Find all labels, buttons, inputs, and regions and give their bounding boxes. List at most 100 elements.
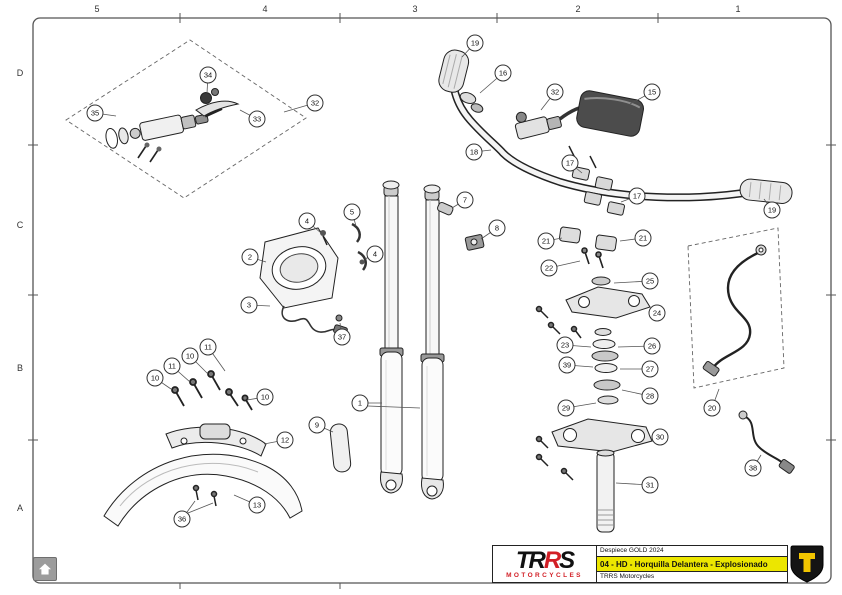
svg-text:19: 19 [471, 39, 479, 48]
svg-text:1: 1 [358, 399, 362, 408]
callout-balloon-24: 24 [648, 304, 666, 322]
logo-part: TR [515, 546, 546, 574]
callout-balloon-20: 20 [703, 399, 721, 417]
bar-clamps [571, 166, 625, 216]
callout-balloon-32: 32 [306, 94, 324, 112]
sheet-frame [28, 13, 836, 589]
front-fender-group [103, 370, 303, 527]
callout-balloon-35: 35 [86, 104, 104, 122]
callout-balloon-17: 17 [561, 154, 579, 172]
logo-part-accent: R [543, 546, 561, 574]
fender-bracket [165, 426, 267, 457]
svg-text:25: 25 [646, 277, 654, 286]
svg-text:17: 17 [633, 192, 641, 201]
callout-balloon-27: 27 [641, 360, 659, 378]
svg-text:37: 37 [338, 333, 346, 342]
svg-text:24: 24 [653, 309, 661, 318]
callout-balloon-12: 12 [276, 431, 294, 449]
svg-text:36: 36 [178, 515, 186, 524]
svg-text:18: 18 [470, 148, 478, 157]
svg-text:7: 7 [463, 196, 467, 205]
top-triple-clamp [565, 286, 651, 319]
shield-t-mark [799, 553, 815, 572]
handlebar-assembly [438, 49, 793, 216]
logo-wordmark: TRRS [515, 546, 575, 574]
svg-text:26: 26 [648, 342, 656, 351]
title-block: TRRS MOTORCYCLES Despiece GOLD 2024 04 -… [492, 545, 788, 583]
svg-text:4: 4 [373, 250, 377, 259]
svg-text:38: 38 [749, 464, 757, 473]
svg-text:39: 39 [563, 361, 571, 370]
callout-balloon-10: 10 [146, 369, 164, 387]
sensor-cable [738, 410, 795, 474]
svg-text:30: 30 [656, 433, 664, 442]
front-fender [103, 453, 303, 527]
callout-balloon-39: 39 [558, 356, 576, 374]
title-doc-line: Despiece GOLD 2024 [597, 546, 787, 557]
callout-balloon-4: 4 [298, 212, 316, 230]
svg-text:28: 28 [646, 392, 654, 401]
svg-text:8: 8 [495, 224, 499, 233]
svg-text:19: 19 [768, 206, 776, 215]
home-button[interactable] [33, 557, 57, 581]
grid-row-label: C [16, 220, 24, 230]
svg-text:4: 4 [305, 217, 309, 226]
callout-balloon-2: 2 [241, 248, 259, 266]
svg-text:16: 16 [499, 69, 507, 78]
svg-text:27: 27 [646, 365, 654, 374]
brand-logo: TRRS MOTORCYCLES [493, 546, 597, 582]
grid-row-label: D [16, 68, 24, 78]
grid-col-label: 1 [735, 4, 741, 14]
svg-text:11: 11 [204, 343, 212, 352]
callout-balloon-28: 28 [641, 387, 659, 405]
callout-balloon-38: 38 [744, 459, 762, 477]
brake-master-cylinder [514, 104, 595, 140]
grid-col-label: 5 [94, 4, 100, 14]
svg-text:9: 9 [315, 421, 319, 430]
callout-balloon-16: 16 [494, 64, 512, 82]
callout-balloon-13: 13 [248, 496, 266, 514]
bottom-triple-clamp [551, 418, 653, 453]
callout-balloon-21: 21 [634, 229, 652, 247]
throttle-grip [438, 49, 470, 93]
grid-col-label: 4 [262, 4, 268, 14]
svg-text:15: 15 [648, 88, 656, 97]
callout-balloon-19: 19 [763, 201, 781, 219]
svg-text:32: 32 [311, 99, 319, 108]
callout-balloon-3: 3 [240, 296, 258, 314]
callout-balloon-32: 32 [546, 83, 564, 101]
callout-balloon-25: 25 [641, 272, 659, 290]
callout-balloon-23: 23 [556, 336, 574, 354]
callout-balloon-18: 18 [465, 143, 483, 161]
callout-balloon-17: 17 [628, 187, 646, 205]
callout-balloon-19: 19 [466, 34, 484, 52]
grid-col-label: 3 [412, 4, 418, 14]
svg-text:21: 21 [639, 234, 647, 243]
svg-text:12: 12 [281, 436, 289, 445]
callout-balloon-10: 10 [256, 388, 274, 406]
callout-balloon-7: 7 [456, 191, 474, 209]
svg-text:10: 10 [186, 352, 194, 361]
svg-text:2: 2 [248, 253, 252, 262]
callout-balloon-31: 31 [641, 476, 659, 494]
svg-text:21: 21 [542, 237, 550, 246]
svg-text:5: 5 [350, 208, 354, 217]
callout-balloon-26: 26 [643, 337, 661, 355]
svg-text:10: 10 [261, 393, 269, 402]
svg-text:35: 35 [91, 109, 99, 118]
callout-balloon-36: 36 [173, 510, 191, 528]
callout-balloon-33: 33 [248, 110, 266, 128]
grid-row-label: B [16, 363, 23, 373]
svg-text:13: 13 [253, 501, 261, 510]
callout-balloon-37: 37 [333, 328, 351, 346]
svg-text:31: 31 [646, 481, 654, 490]
svg-text:22: 22 [545, 264, 553, 273]
svg-text:23: 23 [561, 341, 569, 350]
extra-leader-lines [187, 405, 421, 514]
callout-balloon-9: 9 [308, 416, 326, 434]
brake-lever-detail-box [65, 39, 307, 199]
logo-part: S [559, 546, 575, 574]
callout-balloon-5: 5 [343, 203, 361, 221]
front-fork-assembly [329, 180, 445, 500]
